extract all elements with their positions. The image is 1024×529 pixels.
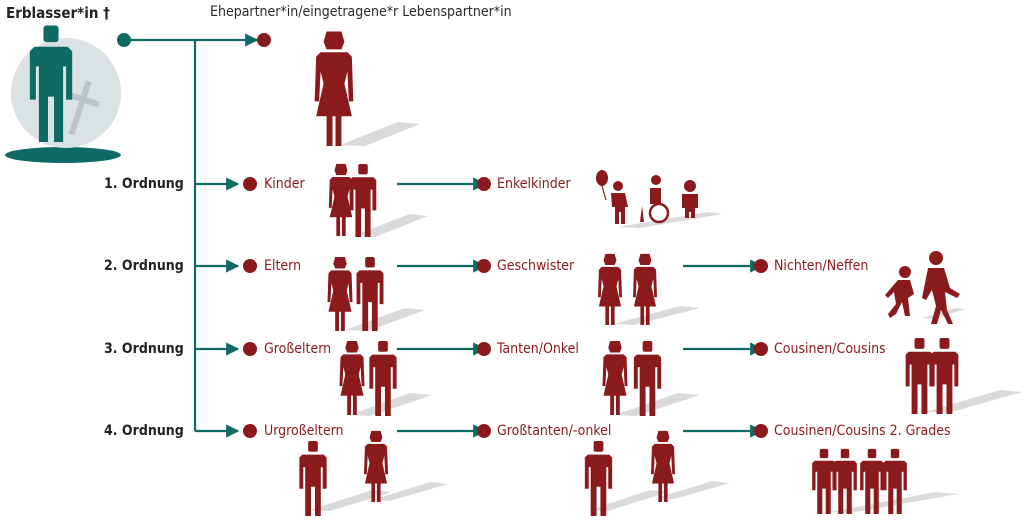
- order-4-label: 4. Ordnung: [104, 423, 184, 439]
- deceased-dot: [117, 33, 131, 47]
- grosseltern-dot: [243, 342, 257, 356]
- nichten-dot: [754, 259, 768, 273]
- enkelkinder-dot: [477, 177, 491, 191]
- grosseltern-icon-grandmother: [339, 340, 365, 415]
- order-2-label: 2. Ordnung: [104, 258, 184, 274]
- deceased-ground-shadow: [5, 147, 121, 163]
- node-nichten-neffen: Nichten/Neffen: [774, 258, 869, 274]
- node-kinder: Kinder: [264, 176, 305, 192]
- deceased-figure-group: [5, 25, 121, 163]
- nichten-neffen-icon: [885, 251, 960, 324]
- spouse-dot: [257, 33, 271, 47]
- eltern-icon-mother: [327, 256, 353, 331]
- node-dots: [117, 33, 768, 438]
- urgrosseltern-icon-man: [299, 440, 327, 516]
- eltern-dot: [243, 259, 257, 273]
- cousin-2-icon-1: [812, 448, 836, 514]
- deceased-label: Erblasser*in †: [6, 4, 110, 22]
- geschwister-icon-sister: [598, 253, 622, 325]
- cousin-icon-1: [905, 337, 934, 414]
- urgrosseltern-dot: [243, 424, 257, 438]
- cousin-2-icon-2: [833, 448, 857, 514]
- cousin-icon-2: [930, 337, 959, 414]
- enkelkinder-icon: [596, 170, 698, 224]
- spouse-icon: [314, 31, 354, 146]
- node-geschwister: Geschwister: [497, 258, 575, 274]
- spouse-label: Ehepartner*in/eingetragene*r Lebenspartn…: [210, 4, 512, 20]
- connector-lines: [125, 33, 764, 438]
- node-cousinen-cousins: Cousinen/Cousins: [774, 341, 886, 357]
- node-urgrosseltern: Urgroßeltern: [264, 423, 344, 439]
- grosstanten-dot: [477, 424, 491, 438]
- figure-shadows: [310, 122, 1022, 513]
- tanten-onkel-dot: [477, 342, 491, 356]
- node-eltern: Eltern: [264, 258, 302, 274]
- node-enkelkinder: Enkelkinder: [497, 176, 571, 192]
- geschwister-dot: [477, 259, 491, 273]
- order-3-label: 3. Ordnung: [104, 341, 184, 357]
- cousins-dot: [754, 342, 768, 356]
- cousins-2-dot: [754, 424, 768, 438]
- node-cousinen-cousins-2: Cousinen/Cousins 2. Grades: [774, 423, 951, 439]
- node-grosstanten-onkel: Großtanten/-onkel: [497, 423, 612, 439]
- kinder-icon-girl: [328, 163, 354, 236]
- relative-figures: [299, 31, 960, 516]
- tanten-icon: [602, 340, 628, 415]
- kinder-icon-boy: [349, 163, 377, 237]
- order-1-label: 1. Ordnung: [104, 176, 184, 192]
- kinder-dot: [243, 177, 257, 191]
- cross-icon: [65, 80, 100, 136]
- node-tanten-onkel: Tanten/Onkel: [497, 341, 579, 357]
- node-grosseltern: Großeltern: [264, 341, 332, 357]
